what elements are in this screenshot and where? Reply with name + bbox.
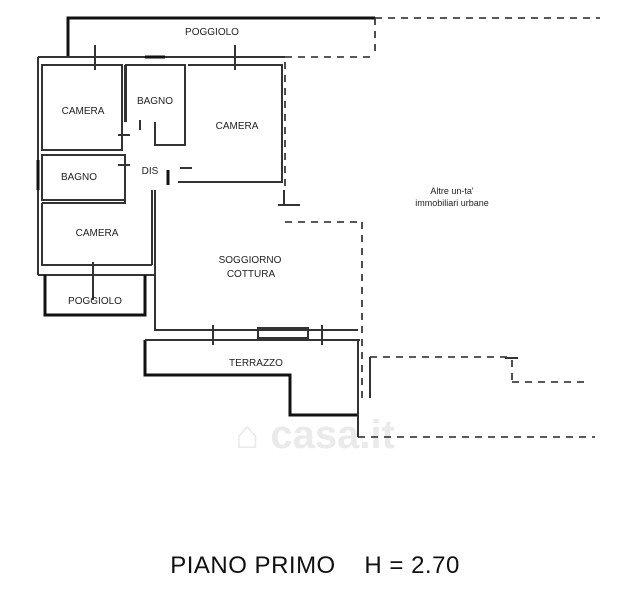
poggiolo-top-walls bbox=[66, 16, 600, 57]
note-line-1: Altre un-ta' bbox=[430, 186, 474, 196]
apartment-walls bbox=[36, 45, 360, 417]
label-camera-2: CAMERA bbox=[216, 121, 259, 132]
label-poggiolo-top: POGGIOLO bbox=[185, 27, 239, 38]
label-soggiorno: SOGGIORNO bbox=[219, 255, 282, 266]
label-camera-3: CAMERA bbox=[76, 228, 119, 239]
note-line-2: immobiliari urbane bbox=[415, 198, 489, 208]
label-terrazzo: TERRAZZO bbox=[229, 358, 283, 369]
label-poggiolo-bottom: POGGIOLO bbox=[68, 296, 122, 307]
watermark-logo: ⌂ casa.it bbox=[235, 413, 395, 457]
plan-title: PIANO PRIMO H = 2.70 bbox=[170, 552, 460, 579]
label-camera-1: CAMERA bbox=[62, 106, 105, 117]
label-bagno-1: BAGNO bbox=[137, 96, 173, 107]
label-bagno-2: BAGNO bbox=[61, 172, 97, 183]
boundary-dashed-lines bbox=[278, 56, 595, 438]
label-dis: DIS bbox=[142, 166, 159, 177]
label-cottura: COTTURA bbox=[227, 269, 276, 280]
